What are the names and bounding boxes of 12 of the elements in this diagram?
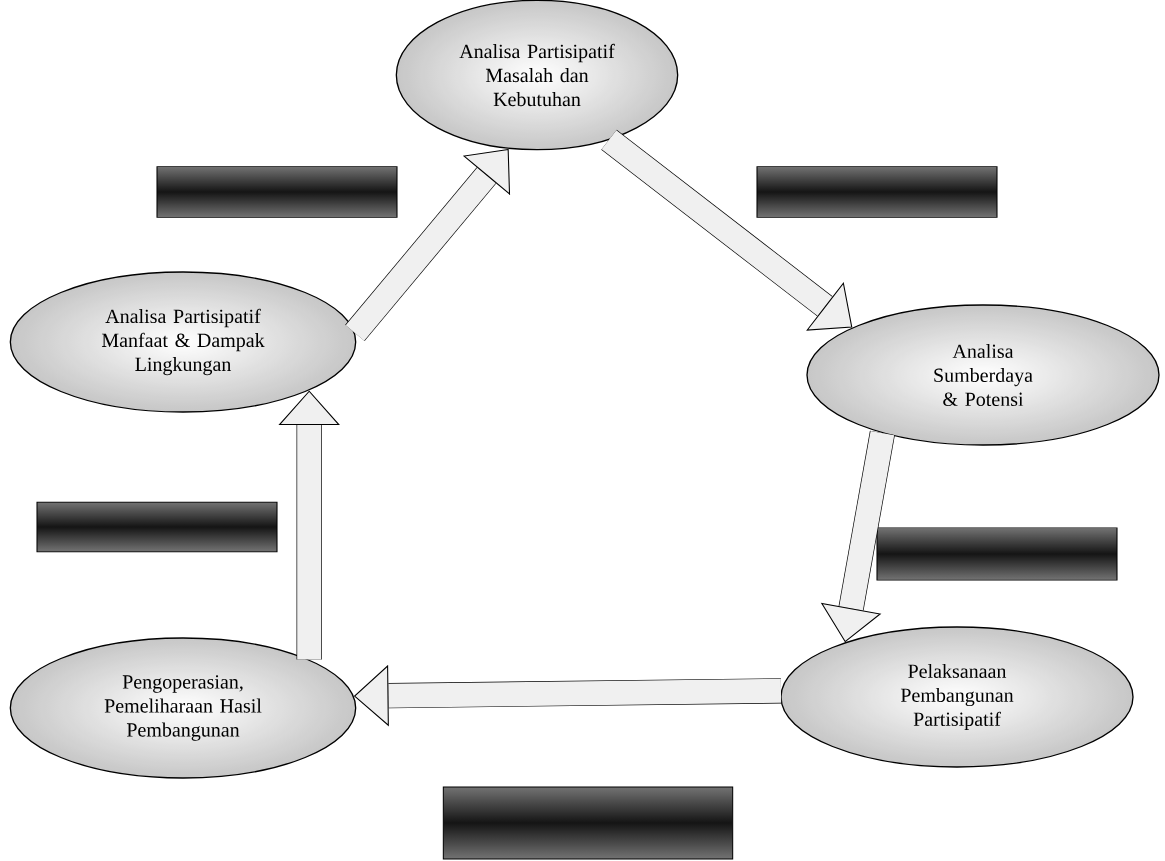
ellipse-node: Analisa Sumberdaya & Potensi	[806, 304, 1160, 446]
bar	[442, 786, 734, 860]
bar	[756, 166, 998, 218]
ellipse-node: Analisa Partisipatif Manfaat & Dampak Lingkungan	[9, 271, 357, 413]
bar	[876, 527, 1118, 581]
bar	[156, 166, 398, 218]
bar	[36, 501, 278, 553]
block-arrow	[345, 148, 511, 342]
block-arrow	[601, 129, 853, 331]
block-arrow	[278, 390, 340, 660]
ellipse-node: Pelaksanaan Pembangunan Partisipatif	[780, 626, 1134, 768]
ellipse-node: Pengoperasian, Pemeliharaan Hasil Pembangunan	[9, 637, 357, 779]
